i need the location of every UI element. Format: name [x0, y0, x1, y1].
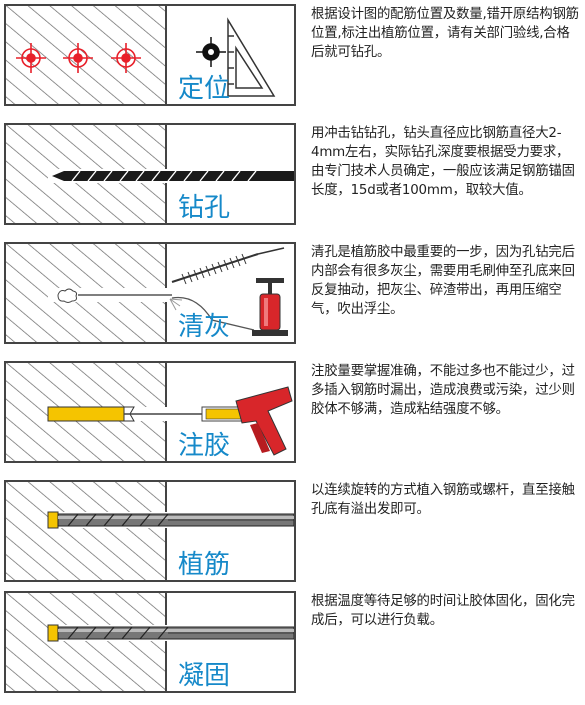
- step-cure-illustration: 凝固: [4, 591, 296, 693]
- step-name: 清灰: [178, 312, 231, 342]
- step-insert: 植筋 以连续旋转的方式植入钢筋或螺杆，直至接触孔底有溢出发即可。: [0, 480, 585, 594]
- target-icon: [111, 43, 141, 73]
- step-inject-illustration: 注胶: [4, 361, 296, 463]
- step-name: 钻孔: [178, 193, 231, 223]
- step-clean-illustration: 清灰: [4, 242, 296, 344]
- target-icon: [63, 43, 93, 73]
- step-clean: 清灰 清孔是植筋胶中最重要的一步，因为孔钻完后内部会有很多灰尘，需要用毛刷伸至孔…: [0, 242, 585, 356]
- step-description: 清孔是植筋胶中最重要的一步，因为孔钻完后内部会有很多灰尘，需要用毛刷伸至孔底来回…: [311, 245, 575, 317]
- rebar-icon: [57, 626, 294, 640]
- air-hose: [171, 296, 255, 331]
- step-cure: 凝固 根据温度等待足够的时间让胶体固化，固化完成后，可以进行负载。: [0, 591, 585, 705]
- rebar-icon: [57, 513, 294, 527]
- glue-gun-icon: [201, 386, 293, 456]
- step-locate-illustration: 定位: [4, 4, 296, 106]
- step-description: 注胶量要掌握准确，不能过多也不能过少，过多插入钢筋时漏出，造成浪费或污染，过少则…: [311, 364, 575, 417]
- step-name: 凝固: [178, 661, 231, 691]
- air-pump-icon: [252, 278, 288, 336]
- brush-icon: [171, 247, 285, 285]
- step-description: 根据设计图的配筋位置及数量,错开原结构钢筋位置,标注出植筋位置，请有关部门验线,…: [311, 7, 579, 60]
- target-icon: [16, 43, 46, 73]
- step-locate: 定位 根据设计图的配筋位置及数量,错开原结构钢筋位置,标注出植筋位置，请有关部门…: [0, 4, 585, 118]
- step-name: 植筋: [178, 550, 231, 580]
- step-description: 以连续旋转的方式植入钢筋或螺杆，直至接触孔底有溢出发即可。: [311, 483, 575, 517]
- step-drill-illustration: 钻孔: [4, 123, 296, 225]
- step-insert-illustration: 植筋: [4, 480, 296, 582]
- step-description: 根据温度等待足够的时间让胶体固化，固化完成后，可以进行负载。: [311, 594, 575, 628]
- step-drill: 钻孔 用冲击钻钻孔，钻头直径应比钢筋直径大2-4mm左右，实际钻孔深度要根据受力…: [0, 123, 585, 237]
- step-name: 注胶: [178, 431, 231, 461]
- drill-bit-icon: [52, 170, 294, 182]
- glue-fill: [47, 406, 125, 422]
- step-inject: 注胶 注胶量要掌握准确，不能过多也不能过少，过多插入钢筋时漏出，造成浪费或污染，…: [0, 361, 585, 475]
- set-square-icon: [227, 17, 276, 97]
- dust-icon: [57, 288, 78, 303]
- step-name: 定位: [178, 74, 231, 104]
- step-description: 用冲击钻钻孔，钻头直径应比钢筋直径大2-4mm左右，实际钻孔深度要根据受力要求，…: [311, 126, 575, 198]
- crosshair-icon: [196, 37, 226, 67]
